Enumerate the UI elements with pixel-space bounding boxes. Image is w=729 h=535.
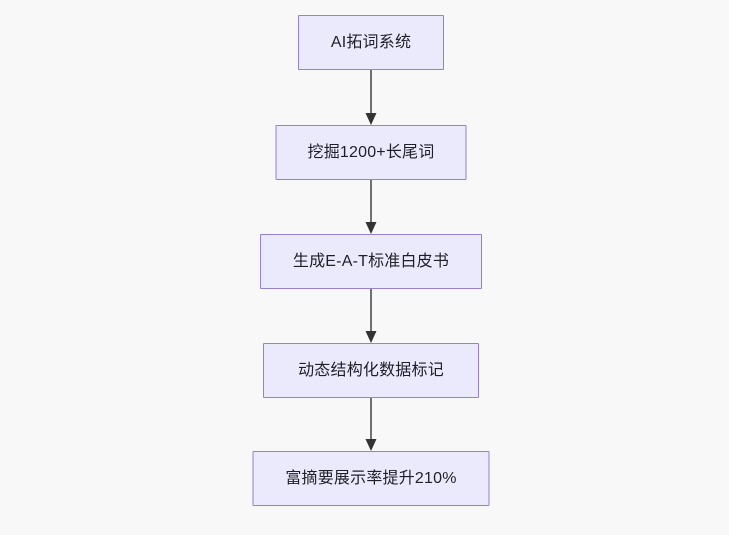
flow-node-label: 生成E-A-T标准白皮书: [292, 252, 450, 270]
flow-node-ai-keyword-system[interactable]: AI拓词系统: [298, 15, 444, 70]
flow-node-label: AI拓词系统: [330, 33, 412, 51]
flow-node-label: 动态结构化数据标记: [298, 361, 444, 379]
flow-node-generate-eat-whitepaper[interactable]: 生成E-A-T标准白皮书: [260, 234, 482, 289]
flow-edge-4-5: [364, 398, 378, 451]
flow-node-label: 富摘要展示率提升210%: [285, 469, 457, 487]
flow-edge-2-3: [364, 180, 378, 234]
flow-node-label: 挖掘1200+长尾词: [307, 143, 435, 161]
flow-edge-1-2: [364, 70, 378, 125]
flow-node-rich-snippet-rate-increase[interactable]: 富摘要展示率提升210%: [252, 451, 490, 506]
flow-node-mine-longtail-keywords[interactable]: 挖掘1200+长尾词: [275, 125, 467, 180]
flow-node-dynamic-structured-data-markup[interactable]: 动态结构化数据标记: [263, 343, 479, 398]
flow-edge-3-4: [364, 289, 378, 343]
